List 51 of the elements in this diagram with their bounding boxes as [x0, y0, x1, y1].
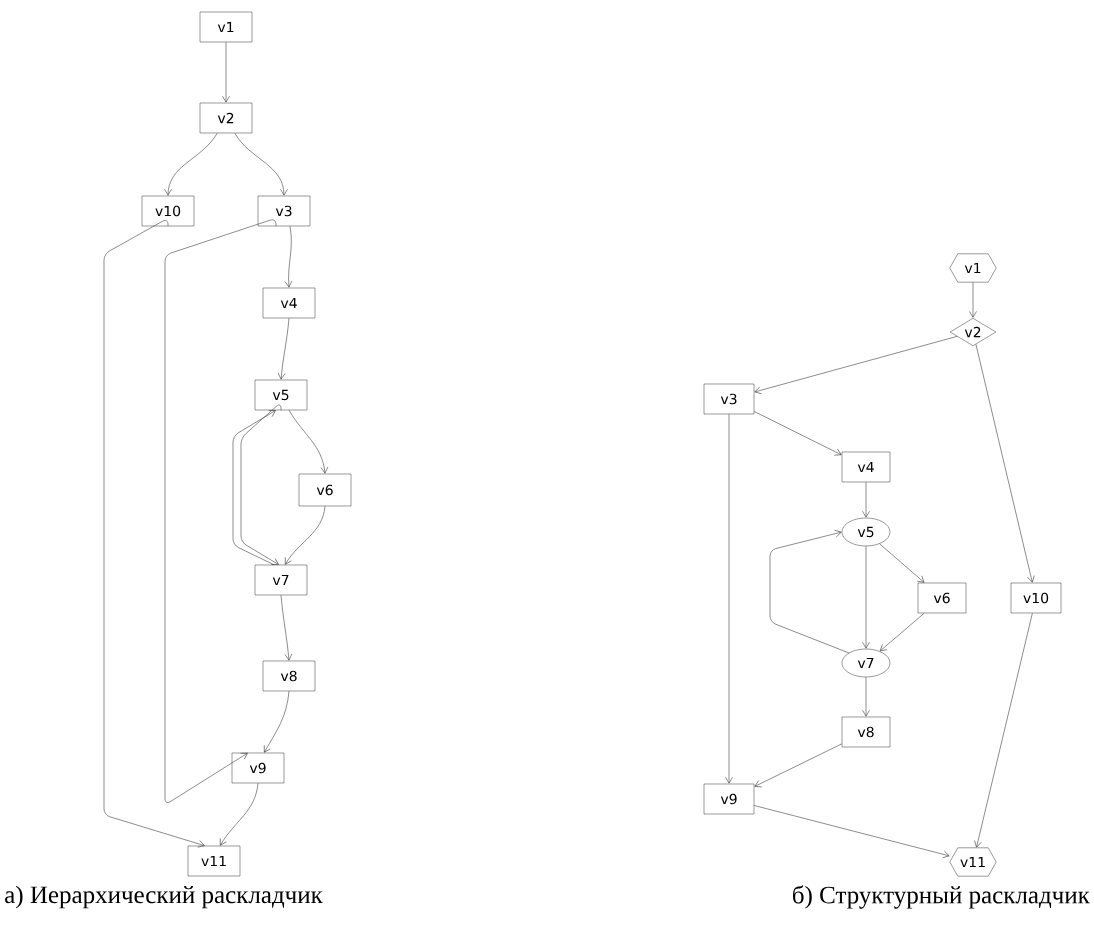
node-box: v2: [199, 102, 253, 134]
caption: а) Иерархический раскладчик: [5, 885, 323, 909]
arrow: [879, 612, 925, 652]
arrow: [103, 220, 205, 848]
arrow: [219, 782, 259, 846]
arrow: [284, 505, 326, 565]
arrow: [284, 225, 293, 288]
ellipse-node: v7: [841, 648, 891, 678]
arrow: [754, 743, 843, 788]
node-box: v8: [841, 716, 891, 748]
node-box: v1: [199, 11, 253, 43]
node-box: v9: [703, 783, 755, 815]
arrow: [769, 529, 850, 654]
arrow: [280, 594, 293, 661]
node-box: v6: [917, 582, 967, 614]
hexagon-node: v1: [949, 253, 997, 283]
arrow: [862, 676, 870, 717]
arrow: [754, 336, 958, 395]
node-box: v5: [254, 379, 308, 411]
arrow: [164, 219, 277, 803]
node-box: v3: [703, 383, 755, 415]
arrow: [862, 481, 870, 518]
node-box: v3: [257, 195, 311, 227]
arrow: [263, 690, 290, 753]
arrow: [975, 343, 1035, 583]
node-box: v4: [841, 451, 891, 483]
arrow: [164, 132, 218, 196]
arrow: [753, 805, 950, 859]
ellipse-node: v5: [841, 517, 891, 547]
arrow: [234, 132, 288, 196]
node-box: v9: [231, 752, 285, 784]
arrow: [969, 281, 977, 318]
arrow: [232, 410, 276, 566]
arrow: [974, 612, 1033, 848]
node-box: v6: [298, 473, 352, 507]
arrow: [753, 411, 842, 456]
arrow: [240, 404, 282, 565]
caption: б) Структурный раскладчик: [793, 885, 1090, 909]
node-box: v7: [254, 564, 308, 596]
node-box: v11: [187, 845, 241, 877]
arrow: [288, 409, 329, 474]
node-box: v4: [262, 287, 316, 319]
node-box: v8: [262, 660, 316, 692]
arrow: [277, 317, 290, 380]
node-box: v10: [1010, 582, 1062, 614]
arrow: [725, 413, 733, 784]
hexagon-node: v11: [949, 847, 997, 877]
arrow: [222, 41, 230, 103]
node-box: v10: [141, 195, 195, 227]
arrow: [862, 545, 870, 649]
arrow: [879, 543, 925, 583]
